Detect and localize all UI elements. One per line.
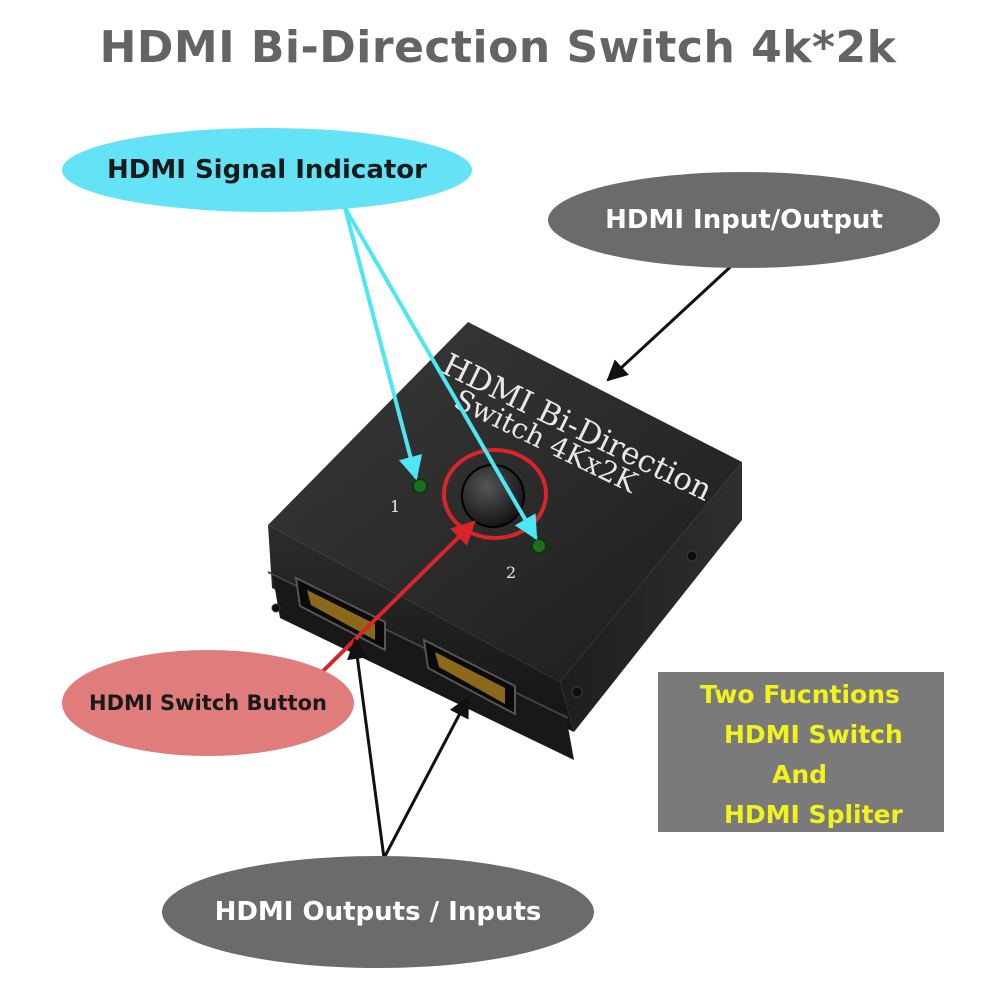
outputs-arrow-port-2 (382, 696, 470, 859)
input-output-arrow (606, 256, 742, 382)
switch-device: HDMI Bi-Direction Switch 4Kx2K 1 2 (267, 322, 742, 760)
functions-line: HDMI Spliter (724, 800, 903, 829)
switch-button-arrow (316, 520, 476, 678)
device-side-face (560, 462, 742, 732)
switch-button-highlight-ring (442, 448, 548, 540)
page-title: HDMI Bi-Direction Switch 4k*2k (99, 22, 897, 73)
switch-button-callout: HDMI Switch Button (62, 650, 354, 756)
screw (686, 550, 698, 562)
led-2-label: 2 (506, 563, 516, 582)
led-1-label: 1 (390, 497, 400, 516)
functions-line: HDMI Switch (724, 720, 903, 749)
led-indicator-2 (531, 538, 547, 554)
outputs-inputs-callout: HDMI Outputs / Inputs (162, 856, 594, 968)
screw (271, 603, 281, 613)
signal-arrow-led-2 (343, 206, 538, 541)
functions-line: Two Fucntions (700, 680, 900, 709)
hdmi-port-2[interactable] (422, 638, 516, 716)
led-indicator-1 (412, 478, 428, 494)
signal-indicator-callout: HDMI Signal Indicator (62, 128, 472, 212)
outputs-arrow-port-1 (347, 637, 386, 859)
switch-button[interactable] (461, 464, 525, 528)
screw (571, 686, 583, 698)
functions-line: And (772, 760, 828, 789)
input-output-callout: HDMI Input/Output (548, 172, 940, 268)
signal-arrow-led-1 (343, 207, 423, 481)
functions-box: Two Fucntions HDMI Switch And HDMI Split… (658, 672, 944, 832)
